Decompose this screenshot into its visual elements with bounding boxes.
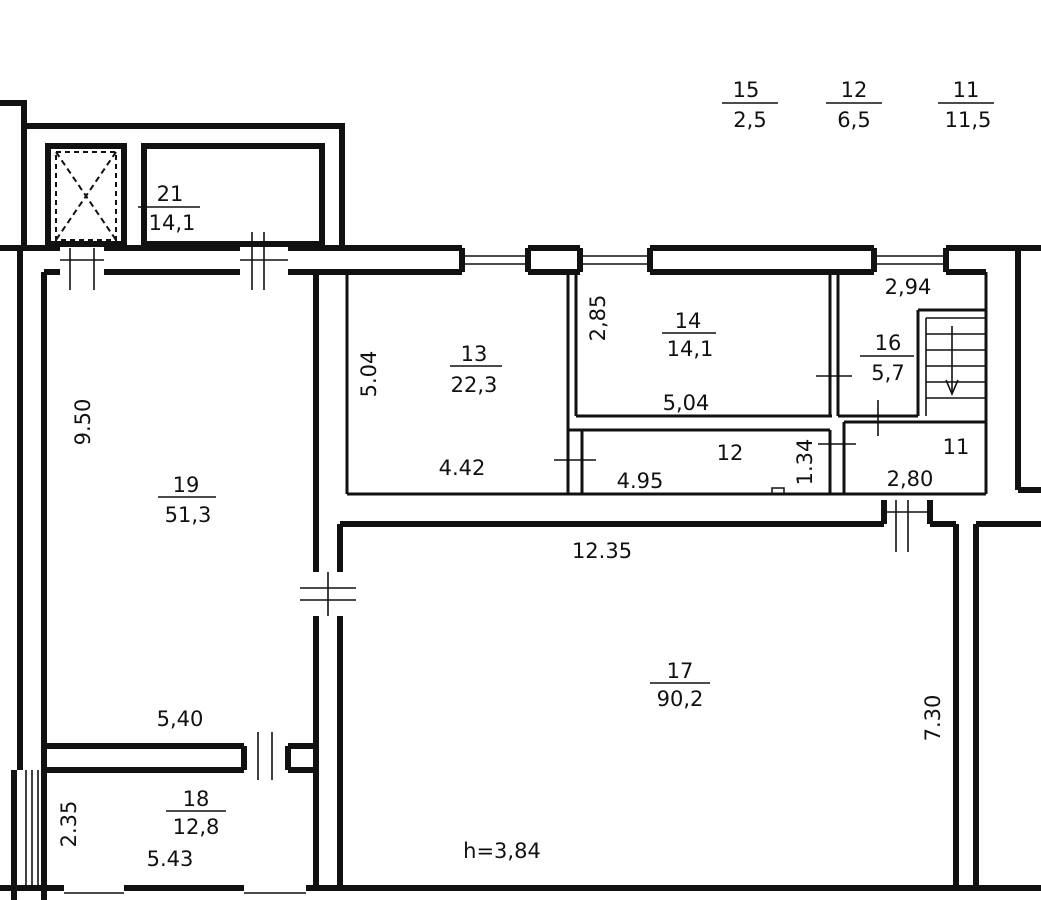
dim-9-50: 9.50 xyxy=(71,399,95,446)
room-11-number: 11 xyxy=(943,435,970,459)
dim-5-04-room14: 5,04 xyxy=(663,391,710,415)
room-19-area: 51,3 xyxy=(165,503,212,527)
room-13-label: 13 22,3 xyxy=(450,342,502,397)
room-16-label: 16 5,7 xyxy=(860,331,914,385)
dim-7-30: 7.30 xyxy=(921,695,945,742)
room-17-label: 17 90,2 xyxy=(650,659,710,711)
room-14-label: 14 14,1 xyxy=(662,309,716,361)
room-17-number: 17 xyxy=(667,659,694,683)
legend-12-area: 6,5 xyxy=(837,108,870,132)
dimensions: 2,94 2,85 5.04 5,04 4.42 4.95 1.34 2,80 … xyxy=(57,275,945,871)
dim-12-35: 12.35 xyxy=(572,539,632,563)
room-16-number: 16 xyxy=(875,331,902,355)
room-14-area: 14,1 xyxy=(667,337,714,361)
room-18-area: 12,8 xyxy=(173,815,220,839)
room-19-label: 19 51,3 xyxy=(158,473,216,527)
dim-2-35: 2.35 xyxy=(57,801,81,848)
room-13-number: 13 xyxy=(461,342,488,366)
room-12-number: 12 xyxy=(717,441,744,465)
dim-5-04-left: 5.04 xyxy=(357,351,381,398)
room-14-number: 14 xyxy=(675,309,702,333)
dim-5-43: 5.43 xyxy=(147,847,194,871)
legend-11-area: 11,5 xyxy=(945,108,992,132)
dim-2-80: 2,80 xyxy=(887,467,934,491)
room-19-number: 19 xyxy=(173,473,200,497)
room-18-label: 18 12,8 xyxy=(166,787,226,839)
room-18-number: 18 xyxy=(183,787,210,811)
legend-15-number: 15 xyxy=(733,78,760,102)
dim-4-42: 4.42 xyxy=(439,456,486,480)
doors xyxy=(60,232,930,780)
dim-5-40: 5,40 xyxy=(157,707,204,731)
room-21-number: 21 xyxy=(157,182,184,206)
legend-11-number: 11 xyxy=(953,78,980,102)
room-21-area: 14,1 xyxy=(149,211,196,235)
room-21-label: 21 14,1 xyxy=(138,182,200,235)
dim-1-34: 1.34 xyxy=(793,439,817,486)
room-16-area: 5,7 xyxy=(871,361,904,385)
shaft xyxy=(45,143,325,247)
stairs xyxy=(925,317,986,416)
ceiling-height: h=3,84 xyxy=(463,839,541,863)
walls xyxy=(0,100,1041,900)
room-17-area: 90,2 xyxy=(657,687,704,711)
room-13-area: 22,3 xyxy=(451,373,498,397)
dim-2-94: 2,94 xyxy=(885,275,932,299)
dim-2-85: 2,85 xyxy=(586,295,610,342)
legend-15-area: 2,5 xyxy=(733,108,766,132)
legend-12-number: 12 xyxy=(841,78,868,102)
dim-4-95: 4.95 xyxy=(617,469,664,493)
windows xyxy=(25,255,946,894)
legend: 15 2,5 12 6,5 11 11,5 xyxy=(722,78,994,132)
